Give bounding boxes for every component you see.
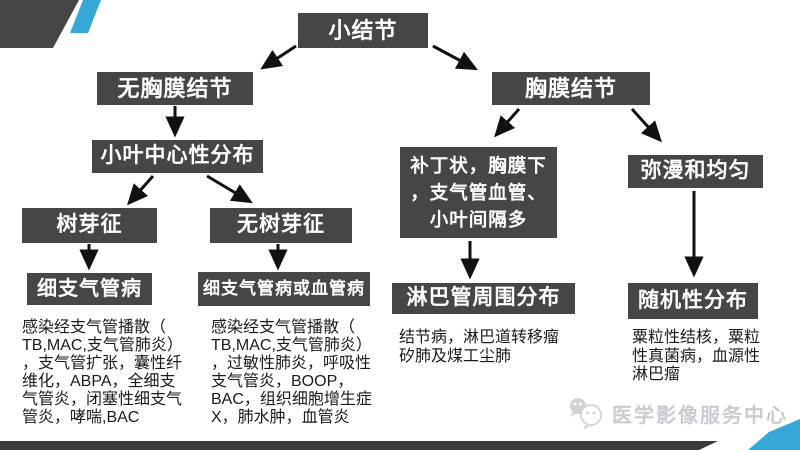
text-bronchiolar-causes: 感染经支气管播散（ TB,MAC,支气管肺炎） ，支气管扩张，囊性纤 维化，AB… [22,319,183,426]
arrow-centrilobular-to-tree-bud [127,175,155,206]
node-bronchiolar-or-vascular-disease: 细支气管病或血管病 [198,272,370,306]
text-random-causes: 粟粒性结核，粟粒 性真菌病，血源性 淋巴瘤 [632,329,761,383]
top-left-dark-parallelogram [0,0,79,48]
top-left-blue-stripe [70,0,101,33]
bottom-dark-bar [0,441,718,450]
text-perilymphatic-causes: 结节病，淋巴道转移瘤 矽肺及煤工尘肺 [399,329,560,365]
node-small-nodule: 小结节 [298,13,428,48]
node-perilymphatic-distribution: 淋巴管周围分布 [392,283,575,314]
text-bronchiolar-or-vascular-causes: 感染经支气管播散（ TB,MAC,支气管肺炎） ，过敏性肺炎，呼吸性 支气管炎，… [211,319,372,426]
arrow-pleural-to-diffuse [630,107,663,143]
node-no-tree-in-bud: 无树芽征 [210,208,352,243]
arrow-root-to-no-pleural [260,44,297,70]
node-tree-in-bud: 树芽征 [22,208,157,243]
node-diffuse-uniform: 弥漫和均匀 [628,155,763,188]
arrow-centrilobular-to-no-tree-bud [206,174,253,204]
node-patchy-subpleural: 补丁状，胸膜下 ，支气管血管、 小叶间隔多 [400,147,557,238]
arrow-root-to-pleural [432,44,478,71]
watermark-label: 医学影像服务中心 [612,404,788,427]
node-random-distribution: 随机性分布 [628,283,758,319]
wechat-bubbles-icon [569,398,602,430]
node-centrilobular-distribution: 小叶中心性分布 [92,140,263,173]
node-pleural-nodule: 胸膜结节 [492,72,650,105]
arrow-pleural-to-patchy [494,108,521,138]
watermark: 医学影像服务中心 [566,396,788,430]
node-no-pleural-nodule: 无胸膜结节 [97,72,253,105]
node-bronchiolar-disease: 细支气管病 [27,273,152,305]
